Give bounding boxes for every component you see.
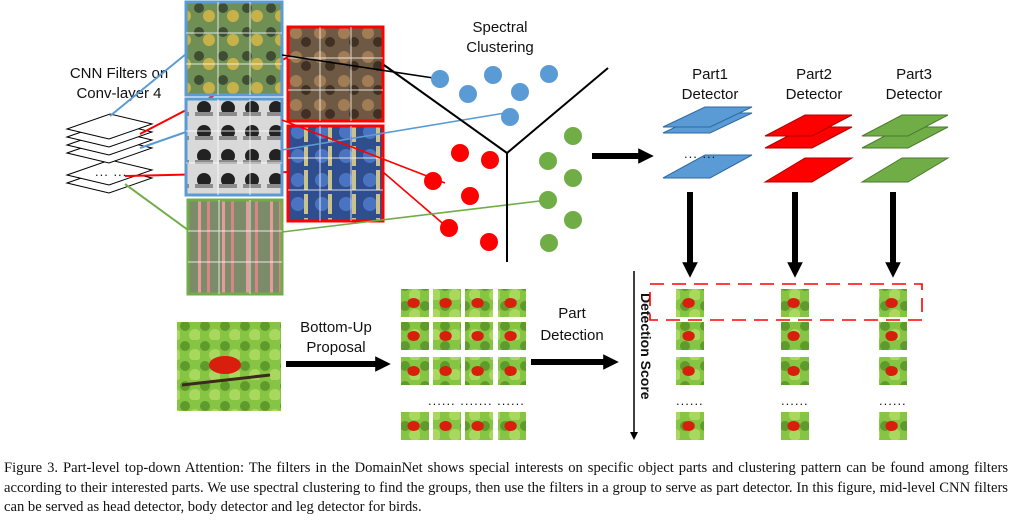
proposal-grid [401, 289, 526, 440]
part-detection-label-line2: Detection [540, 327, 603, 344]
score-col3-ellipsis: ...... [879, 393, 907, 408]
image-tile-icon [401, 289, 429, 317]
image-tile-icon [401, 357, 429, 385]
part1-label-line1: Part1 [692, 66, 728, 83]
image-grid-lines [186, 2, 383, 294]
cnn-filters-label-line2: Conv-layer 4 [76, 85, 161, 102]
image-tile-icon [879, 357, 907, 385]
cluster-dividers [383, 64, 609, 262]
part3-label-line2: Detector [886, 86, 943, 103]
image-tile-icon [184, 0, 284, 97]
image-tile-icon [433, 289, 461, 317]
part2-label-line1: Part2 [796, 66, 832, 83]
image-tile-icon [781, 412, 809, 440]
image-tile-icon [465, 412, 493, 440]
top-score-highlight [649, 283, 923, 321]
image-tile-icon [498, 412, 526, 440]
image-tile-icon [184, 97, 284, 197]
part1-detector-icon [662, 106, 753, 179]
score-col1-ellipsis: ...... [676, 393, 704, 408]
branch-icon [181, 373, 271, 387]
image-tile-icon [676, 357, 704, 385]
image-tile-icon [286, 25, 385, 123]
image-tile-icon [498, 322, 526, 350]
image-tile-icon [433, 322, 461, 350]
score-columns [676, 289, 907, 440]
cluster-dot-icon [431, 65, 558, 126]
part-detection-label-line1: Part [558, 305, 586, 322]
image-tile-icon [401, 412, 429, 440]
image-tile-icon [465, 357, 493, 385]
spectral-label-line2: Clustering [466, 39, 534, 56]
cluster-dot-icon [539, 127, 582, 252]
bird-icon [209, 356, 241, 374]
image-tile-icon [781, 322, 809, 350]
image-tile-icon [879, 289, 907, 317]
detection-score-label: Detection Score [638, 293, 654, 400]
proposals-ellipsis: ...... ....... ...... [428, 393, 525, 408]
part3-label-line1: Part3 [896, 66, 932, 83]
image-tile-icon [676, 412, 704, 440]
image-tile-icon [676, 322, 704, 350]
image-tile-icon [433, 357, 461, 385]
image-tile-icon [781, 289, 809, 317]
score-col2-ellipsis: ...... [781, 393, 809, 408]
image-tile-icon [433, 412, 461, 440]
image-tile-icon [879, 322, 907, 350]
filter-stack-icon [65, 113, 154, 194]
cluster-connectors [281, 54, 549, 233]
image-tile-icon [401, 322, 429, 350]
bottom-up-label-line1: Bottom-Up [300, 319, 372, 336]
bottom-up-label-line2: Proposal [306, 339, 365, 356]
image-tile-icon [498, 357, 526, 385]
image-tile-icon [465, 322, 493, 350]
image-tile-icon [676, 289, 704, 317]
part3-detector-icon [860, 114, 950, 183]
image-tile-icon [186, 198, 284, 296]
part2-label-line2: Detector [786, 86, 843, 103]
cnn-filters-label-line1: CNN Filters on [70, 65, 168, 82]
cluster-dot-icon [424, 144, 499, 251]
image-tile-icon [781, 357, 809, 385]
arrow-icon [630, 432, 638, 440]
part1-label-line2: Detector [682, 86, 739, 103]
image-tile-icon [465, 289, 493, 317]
filter-stack-ellipsis: ... ... [95, 164, 127, 179]
diagram-canvas: CNN Filters on Conv-layer 4 ... ... [65, 0, 950, 440]
image-tile-icon [498, 289, 526, 317]
spectral-label-line1: Spectral [472, 19, 527, 36]
image-tile-icon [286, 124, 385, 223]
part1-ellipsis: ... ... [684, 146, 716, 161]
figure-caption: Figure 3. Part-level top-down Attention:… [4, 460, 1008, 515]
part2-detector-icon [763, 114, 854, 183]
image-tile-icon [879, 412, 907, 440]
